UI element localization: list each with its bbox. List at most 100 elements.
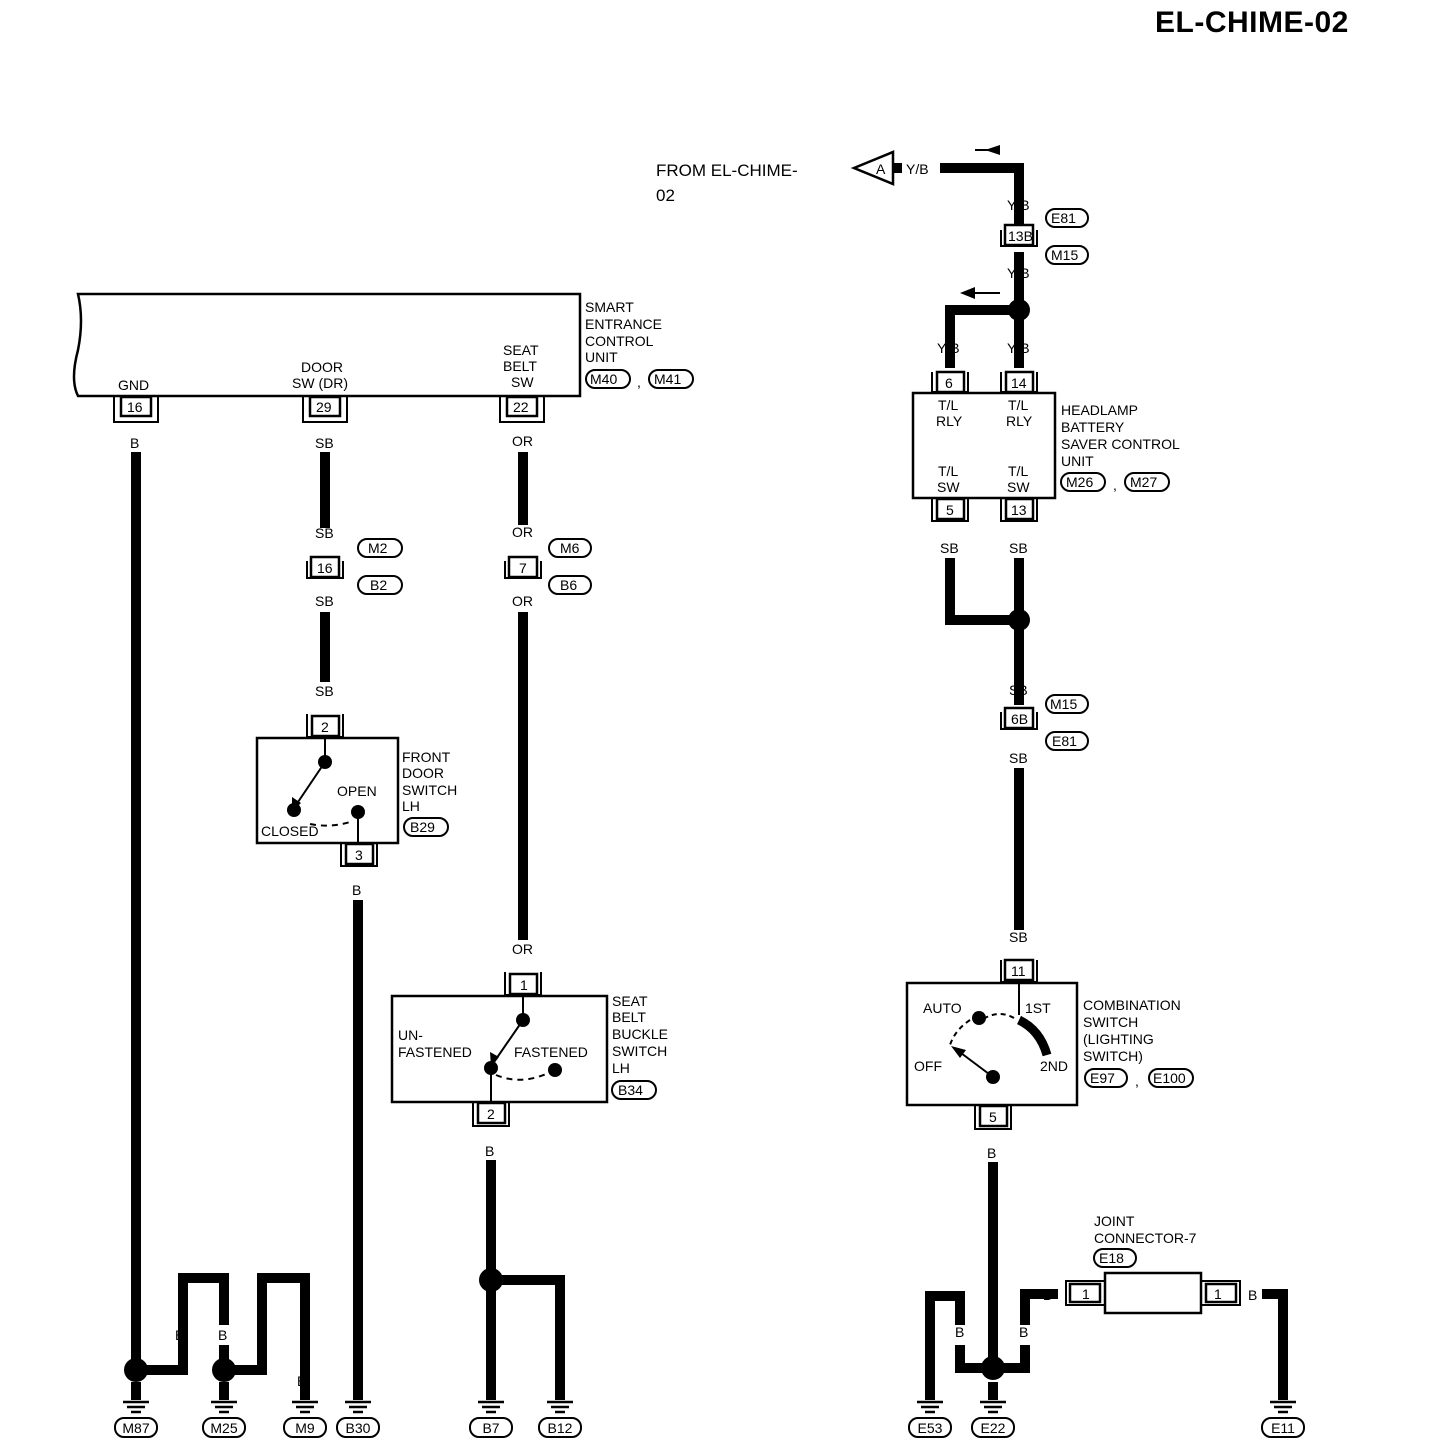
connector-tag-text: M40 <box>590 371 617 387</box>
wire-label: B <box>352 882 361 898</box>
ground-label: M25 <box>210 1420 237 1436</box>
pin-function: RLY <box>1006 413 1033 429</box>
component-name: SWITCH) <box>1083 1048 1143 1064</box>
connector-tag-text: E97 <box>1090 1070 1115 1086</box>
pin-function: BELT <box>503 358 537 374</box>
wire-label: B <box>554 1373 563 1389</box>
wire-label: B <box>955 1324 964 1340</box>
ground-icon: B7 <box>469 1382 513 1438</box>
component-name: LH <box>402 798 420 814</box>
connector-pin: 22 <box>513 399 529 415</box>
connector-pin: 1 <box>1214 1286 1222 1302</box>
splice-dot <box>124 1358 148 1382</box>
combination-switch: 11 AUTO 1ST OFF 2ND 5 COMBINATION SWITCH… <box>905 958 1194 1130</box>
wire-label: Y/B <box>1007 340 1030 356</box>
connector-pin: 2 <box>321 719 329 735</box>
connector-tag-text: M2 <box>368 540 388 556</box>
switch-position: 2ND <box>1040 1058 1068 1074</box>
wire-label: OR <box>512 433 533 449</box>
component-name: ENTRANCE <box>585 316 662 332</box>
wire-label: OR <box>512 593 533 609</box>
connector-pin: 16 <box>127 399 143 415</box>
splice-dot <box>981 1356 1005 1380</box>
connector-pin: 5 <box>989 1109 997 1125</box>
connector-tag-text: M41 <box>654 371 681 387</box>
wire-label: SB <box>315 525 334 541</box>
ground-label: B30 <box>346 1420 371 1436</box>
ground-icon: B30 <box>336 1382 380 1438</box>
wire-label: B <box>130 1327 139 1343</box>
component-name: (LIGHTING <box>1083 1031 1154 1047</box>
from-ref-line2: 02 <box>656 186 675 205</box>
component-name: SWITCH <box>612 1043 667 1059</box>
svg-text:,: , <box>1113 477 1117 493</box>
component-name: COMBINATION <box>1083 997 1181 1013</box>
connector-tag-text: B29 <box>410 819 435 835</box>
pin-function: T/L <box>938 463 958 479</box>
wire-label: B <box>485 1373 494 1389</box>
connector-tag-text: M27 <box>1130 474 1157 490</box>
component-name: BATTERY <box>1061 419 1125 435</box>
ground-icon: M25 <box>202 1382 246 1438</box>
wire-label: SB <box>940 540 959 556</box>
seat-belt-buckle-switch: 1 UN- FASTENED FASTENED 2 SEAT BELT BUCK… <box>390 972 668 1127</box>
component-name: FRONT <box>402 749 451 765</box>
from-ref-line1: FROM EL-CHIME- <box>656 161 798 180</box>
switch-position: FASTENED <box>398 1044 472 1060</box>
connector-pin: 13B <box>1008 228 1033 244</box>
wire-label: Y/B <box>906 161 929 177</box>
svg-text:,: , <box>1135 1073 1139 1089</box>
component-name: HEADLAMP <box>1061 402 1138 418</box>
pin-function: DOOR <box>301 359 343 375</box>
ground-icon: B12 <box>538 1382 582 1438</box>
ground-label: M9 <box>295 1420 315 1436</box>
wire-label: B <box>1019 1324 1028 1340</box>
wire-label: B <box>297 1373 306 1389</box>
connector-tag-text: M6 <box>560 540 580 556</box>
wire-label: SB <box>1009 929 1028 945</box>
component-name: SWITCH <box>1083 1014 1138 1030</box>
switch-position: UN- <box>398 1027 423 1043</box>
connector-pin: 7 <box>519 560 527 576</box>
front-door-switch: 2 OPEN CLOSED 3 FRONT DOOR SWITCH LH B29 <box>255 714 457 867</box>
ground-label: M87 <box>122 1420 149 1436</box>
belt-switch-box <box>390 994 609 1104</box>
connector-tag-text: B2 <box>370 577 387 593</box>
switch-position: AUTO <box>923 1000 962 1016</box>
inline-connector-6b: SB 6B M15 E81 SB <box>1000 682 1089 766</box>
pin-function: SW (DR) <box>292 375 348 391</box>
from-ref-arrow-icon <box>850 150 895 186</box>
connector-tag-text: E18 <box>1099 1250 1124 1266</box>
connector-pin: 16 <box>317 560 333 576</box>
wire-label: SB <box>315 593 334 609</box>
current-arrow-icon <box>975 145 1000 155</box>
pin-function: T/L <box>938 397 958 413</box>
headlamp-battery-saver-unit: 6 14 T/L RLY T/L RLY T/L SW T/L SW 5 13 … <box>911 370 1180 522</box>
joint-connector-7: JOINT CONNECTOR-7 E18 1 1 B B <box>1043 1213 1257 1315</box>
secu-box <box>72 292 582 398</box>
pin-function: T/L <box>1008 397 1028 413</box>
component-name: UNIT <box>1061 453 1094 469</box>
component-name: SMART <box>585 299 634 315</box>
pin-function: RLY <box>936 413 963 429</box>
current-arrow-icon <box>960 287 1000 299</box>
smart-entrance-control-unit: SMART ENTRANCE CONTROL UNIT M40 , M41 GN… <box>72 292 694 423</box>
connector-tag-text: M15 <box>1051 247 1078 263</box>
wire-label: B <box>256 1327 265 1343</box>
component-name: LH <box>612 1060 630 1076</box>
connector-tag-text: M15 <box>1050 696 1077 712</box>
splice-dot <box>1008 609 1030 631</box>
wire-label: SB <box>315 435 334 451</box>
connector-pin: 1 <box>1082 1286 1090 1302</box>
ground-icon: E53 <box>908 1382 952 1438</box>
diagram-title: EL-CHIME-02 <box>1155 6 1349 39</box>
pin-function: SW <box>1007 479 1030 495</box>
pin-function: SW <box>937 479 960 495</box>
from-reference: FROM EL-CHIME- 02 A Y/B <box>656 150 929 205</box>
splice-dot <box>212 1358 236 1382</box>
component-name: BELT <box>612 1009 646 1025</box>
wire-label: SB <box>1009 540 1028 556</box>
wire-label: B <box>987 1324 996 1340</box>
connector-pin: 2 <box>487 1106 495 1122</box>
